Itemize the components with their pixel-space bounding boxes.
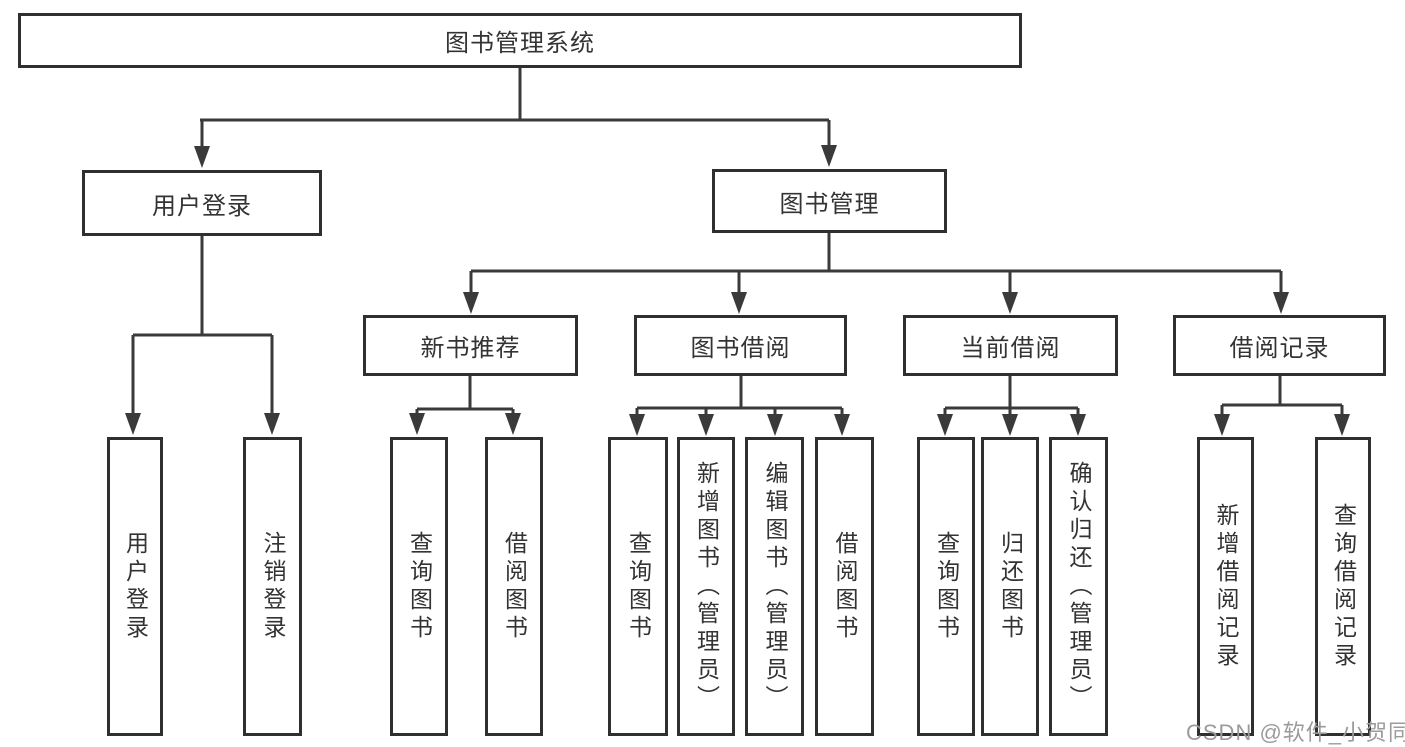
node-book-borrow: 图书借阅: [634, 315, 847, 376]
node-root: 图书管理系统: [18, 13, 1022, 68]
connector-book-mgmt-to-level3: [463, 233, 1289, 314]
leaf-current-return-book-label: 归还图书: [997, 530, 1024, 643]
node-user-login: 用户登录: [82, 170, 322, 236]
leaf-record-add-label: 新增借阅记录: [1213, 502, 1239, 671]
leaf-current-query-book-label: 查询图书: [933, 530, 960, 643]
leaf-logout-label: 注销登录: [260, 530, 286, 643]
connector-book-borrow-to-leaves: [629, 376, 850, 436]
node-user-login-label: 用户登录: [152, 192, 252, 220]
connector-user-login-to-leaves: [125, 236, 280, 435]
node-root-label: 图书管理系统: [445, 30, 595, 57]
leaf-borrow-edit-book-label: 编辑图书（管理员）: [762, 460, 788, 713]
leaf-borrow-add-book: 新增图书（管理员）: [677, 437, 735, 736]
node-borrow-record-label: 借阅记录: [1229, 335, 1330, 362]
leaf-borrow-borrow-book-label: 借阅图书: [832, 530, 858, 643]
leaf-newrec-query-book-label: 查询图书: [406, 530, 433, 643]
leaf-record-query: 查询借阅记录: [1315, 437, 1371, 736]
leaf-borrow-borrow-book: 借阅图书: [815, 437, 874, 736]
leaf-borrow-add-book-label: 新增图书（管理员）: [693, 460, 720, 713]
leaf-borrow-query-book-label: 查询图书: [625, 530, 652, 643]
csdn-watermark: CSDN @软件_小贺同学: [1186, 720, 1405, 745]
leaf-borrow-query-book: 查询图书: [608, 437, 668, 736]
leaf-user-login-label: 用户登录: [122, 530, 149, 643]
connector-current-borrow-to-leaves: [937, 376, 1086, 436]
connector-root-to-level2: [194, 68, 837, 168]
leaf-current-query-book: 查询图书: [917, 437, 975, 736]
node-current-borrow-label: 当前借阅: [960, 335, 1061, 362]
connector-new-book-rec-to-leaves: [409, 376, 521, 435]
leaf-current-return-book: 归还图书: [981, 437, 1039, 736]
node-new-book-rec-label: 新书推荐: [420, 335, 521, 362]
connector-borrow-record-to-leaves: [1214, 376, 1350, 436]
node-current-borrow: 当前借阅: [903, 315, 1118, 376]
leaf-newrec-borrow-book-label: 借阅图书: [501, 530, 528, 643]
leaf-newrec-borrow-book: 借阅图书: [485, 437, 543, 736]
leaf-record-query-label: 查询借阅记录: [1330, 502, 1357, 671]
leaf-logout: 注销登录: [243, 437, 302, 736]
leaf-newrec-query-book: 查询图书: [390, 437, 448, 736]
leaf-borrow-edit-book: 编辑图书（管理员）: [745, 437, 804, 736]
leaf-user-login: 用户登录: [107, 437, 163, 736]
leaf-current-confirm-return: 确认归还（管理员）: [1049, 437, 1108, 736]
node-borrow-record: 借阅记录: [1173, 315, 1386, 376]
leaf-current-confirm-return-label: 确认归还（管理员）: [1066, 460, 1092, 713]
node-new-book-rec: 新书推荐: [363, 315, 578, 376]
node-book-mgmt: 图书管理: [712, 169, 947, 233]
leaf-record-add: 新增借阅记录: [1197, 437, 1254, 736]
node-book-mgmt-label: 图书管理: [779, 190, 880, 218]
node-book-borrow-label: 图书借阅: [690, 335, 791, 362]
